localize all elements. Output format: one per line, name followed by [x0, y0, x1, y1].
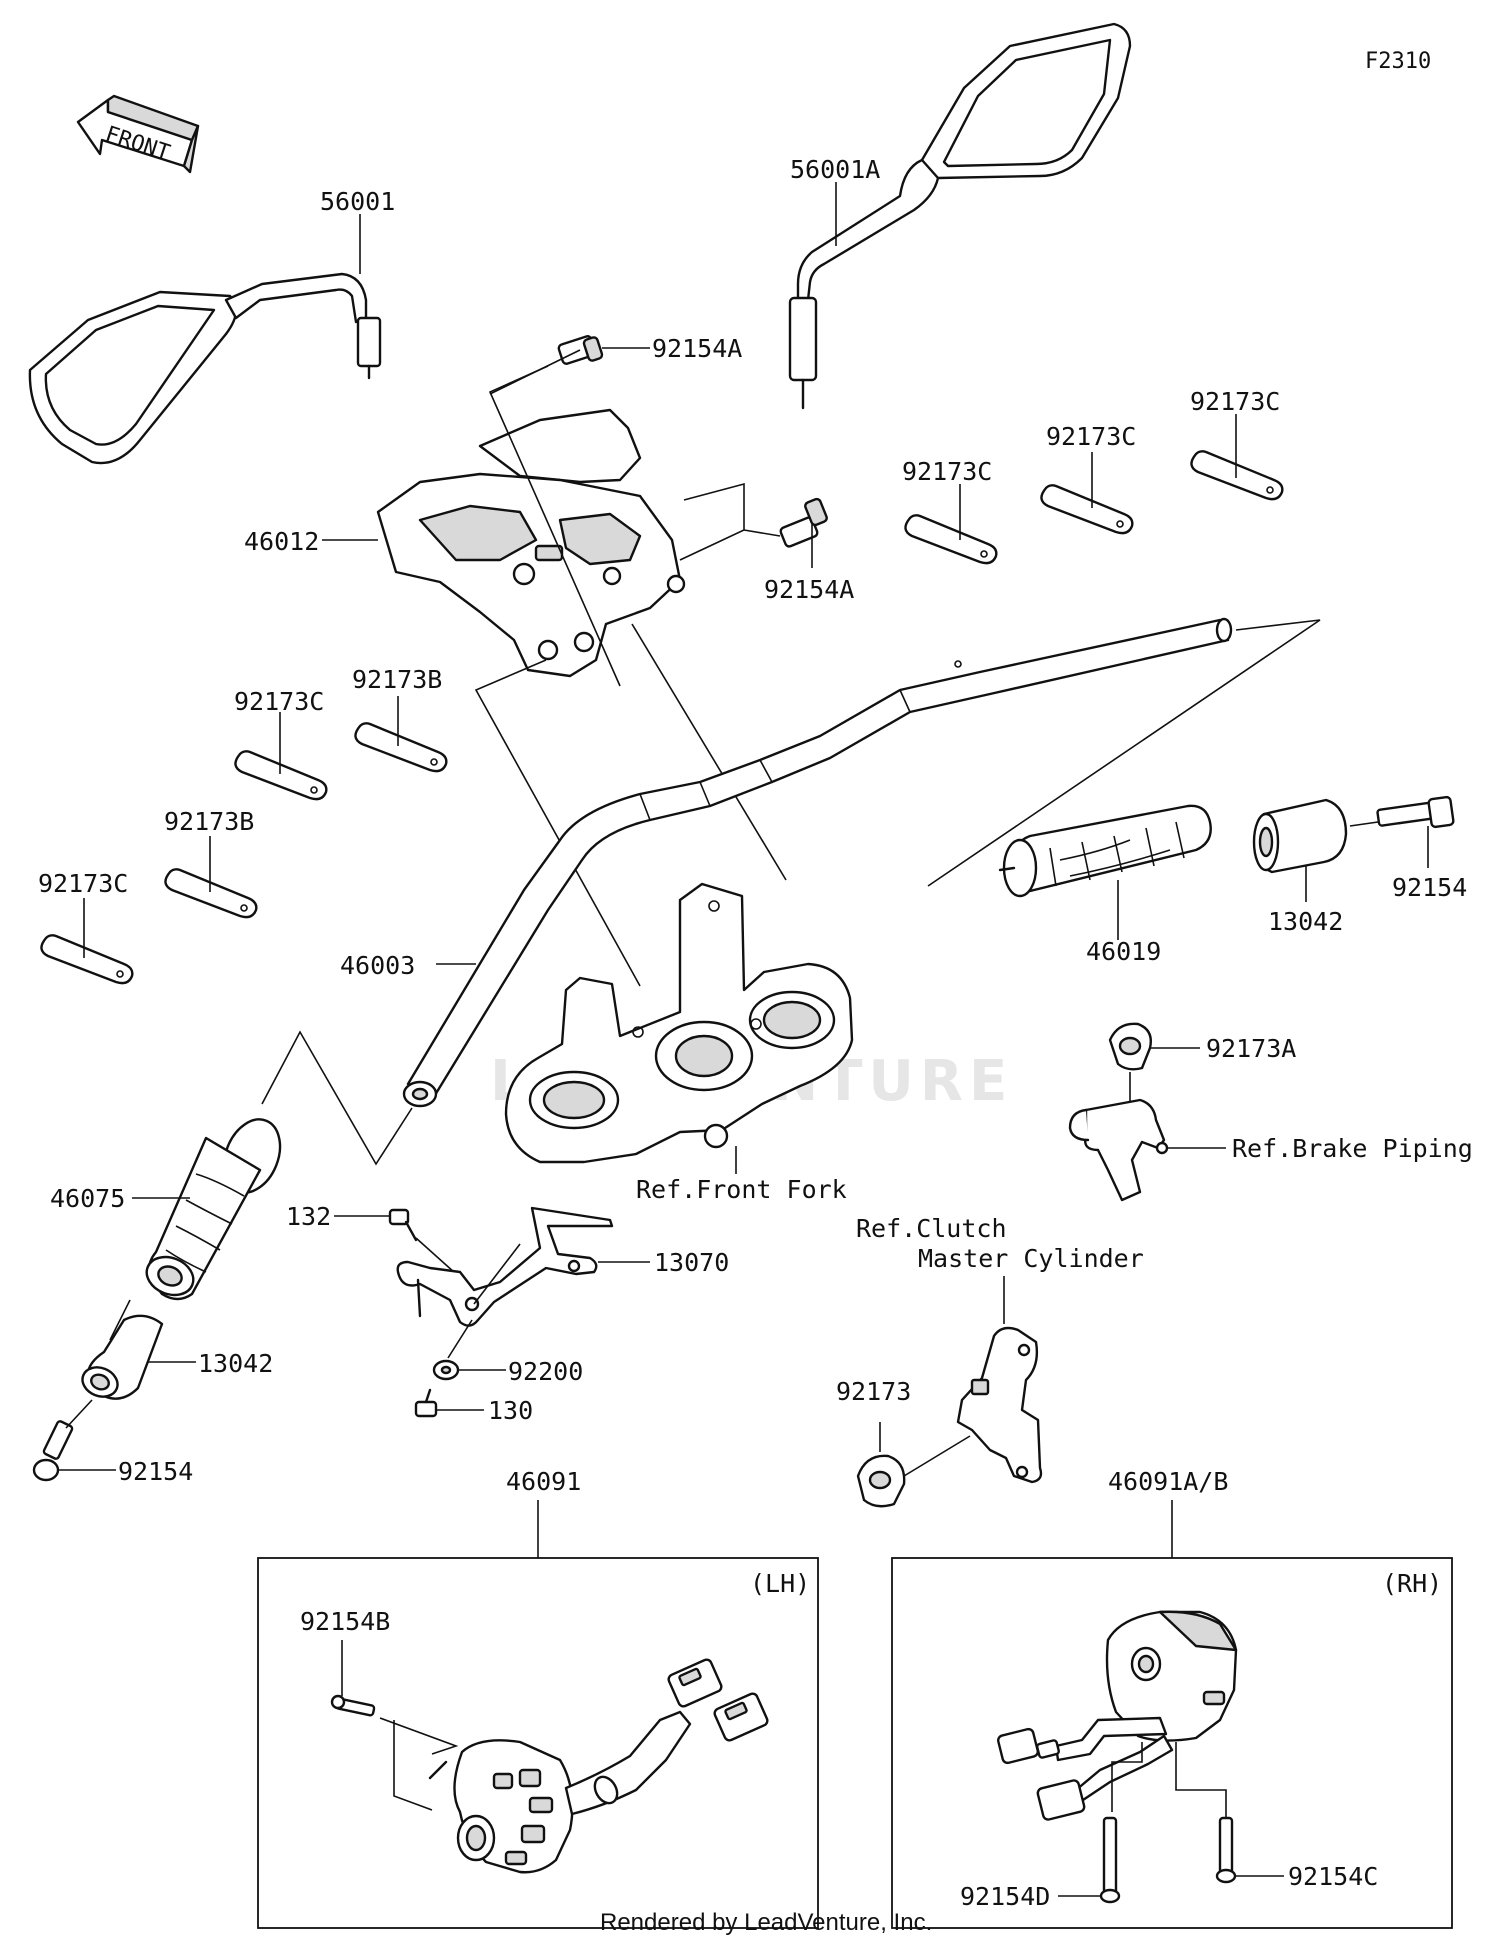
- label-130: 130: [488, 1396, 533, 1425]
- label-46012: 46012: [244, 527, 319, 556]
- strap-92173c-4[interactable]: [234, 750, 328, 801]
- grip-left[interactable]: [141, 1111, 290, 1302]
- harness-right[interactable]: [997, 1716, 1174, 1821]
- label-46091AB: 46091A/B: [1108, 1467, 1228, 1496]
- washer-92200[interactable]: [432, 1359, 460, 1381]
- handlebar-holder[interactable]: [376, 408, 686, 678]
- label-92154C: 92154C: [1288, 1862, 1378, 1891]
- strap-92173c-3[interactable]: [1190, 450, 1284, 501]
- switch-housing-right[interactable]: [1105, 1610, 1238, 1742]
- strap-92173c-2[interactable]: [1040, 484, 1134, 535]
- strap-92173b-2[interactable]: [164, 868, 258, 919]
- screw-132[interactable]: [388, 1208, 418, 1242]
- footer-credit: Rendered by LeadVenture, Inc.: [600, 1909, 932, 1936]
- screw-92154b[interactable]: [330, 1694, 376, 1717]
- bar-end-weight-right[interactable]: [1252, 798, 1348, 874]
- bolt-92154a-mid[interactable]: [779, 497, 828, 548]
- label-92173: 92173: [836, 1377, 911, 1406]
- bracket-13070[interactable]: [396, 1206, 614, 1327]
- handlebar[interactable]: [402, 617, 1233, 1108]
- bolt-92154-left[interactable]: [32, 1420, 74, 1482]
- label-92154-right: 92154: [1392, 873, 1467, 902]
- box-right-tag: (RH): [1382, 1569, 1442, 1598]
- brake-piping-bracket[interactable]: [1068, 1098, 1169, 1202]
- ref-brake-piping: Ref.Brake Piping: [1232, 1134, 1473, 1163]
- strap-92173b-1[interactable]: [354, 722, 448, 773]
- clutch-bracket[interactable]: [956, 1326, 1043, 1484]
- screw-92154c[interactable]: [1215, 1816, 1237, 1884]
- mirror-left[interactable]: [28, 272, 382, 465]
- label-92173C-3: 92173C: [1190, 387, 1280, 416]
- switch-box-left: [257, 1557, 819, 1929]
- label-92154D: 92154D: [960, 1882, 1050, 1911]
- label-46003: 46003: [340, 951, 415, 980]
- strap-92173c-1[interactable]: [904, 514, 998, 565]
- label-92173A: 92173A: [1206, 1034, 1296, 1063]
- clamp-92173[interactable]: [856, 1454, 906, 1508]
- harness-left[interactable]: [564, 1658, 769, 1816]
- label-92173B-1: 92173B: [352, 665, 442, 694]
- bar-end-weight-left[interactable]: [78, 1314, 164, 1402]
- label-92173C-4: 92173C: [234, 687, 324, 716]
- bolt-130[interactable]: [414, 1388, 438, 1418]
- mirror-right[interactable]: [788, 22, 1132, 410]
- upper-triple-clamp[interactable]: [504, 882, 854, 1164]
- ref-front-fork: Ref.Front Fork: [636, 1175, 847, 1204]
- label-92154A-mid: 92154A: [764, 575, 854, 604]
- front-arrow-icon: FRONT: [76, 94, 200, 174]
- label-92173C-2: 92173C: [1046, 422, 1136, 451]
- label-13042-right: 13042: [1268, 907, 1343, 936]
- clamp-92173a[interactable]: [1108, 1022, 1152, 1071]
- throttle-grip-right[interactable]: [998, 804, 1212, 898]
- label-92154-left: 92154: [118, 1457, 193, 1486]
- diagram-code: F2310: [1365, 49, 1431, 74]
- bolt-92154a-top[interactable]: [557, 335, 604, 365]
- screw-92154d[interactable]: [1099, 1816, 1121, 1904]
- label-46019: 46019: [1086, 937, 1161, 966]
- label-46091: 46091: [506, 1467, 581, 1496]
- bolt-92154-right[interactable]: [1376, 795, 1455, 829]
- label-92154A-top: 92154A: [652, 334, 742, 363]
- strap-92173c-5[interactable]: [40, 934, 134, 985]
- label-92154B: 92154B: [300, 1607, 390, 1636]
- label-13042-left: 13042: [198, 1349, 273, 1378]
- label-92173B-2: 92173B: [164, 807, 254, 836]
- label-56001: 56001: [320, 187, 395, 216]
- label-132: 132: [286, 1202, 331, 1231]
- label-92173C-1: 92173C: [902, 457, 992, 486]
- label-13070: 13070: [654, 1248, 729, 1277]
- label-46075: 46075: [50, 1184, 125, 1213]
- ref-clutch-line1: Ref.Clutch: [856, 1214, 1007, 1243]
- ref-clutch-line2: Master Cylinder: [918, 1244, 1144, 1273]
- label-92200: 92200: [508, 1357, 583, 1386]
- label-92173C-5: 92173C: [38, 869, 128, 898]
- switch-box-right: [891, 1557, 1453, 1929]
- box-left-tag: (LH): [750, 1569, 810, 1598]
- label-56001A: 56001A: [790, 155, 880, 184]
- switch-housing-left[interactable]: [428, 1739, 574, 1874]
